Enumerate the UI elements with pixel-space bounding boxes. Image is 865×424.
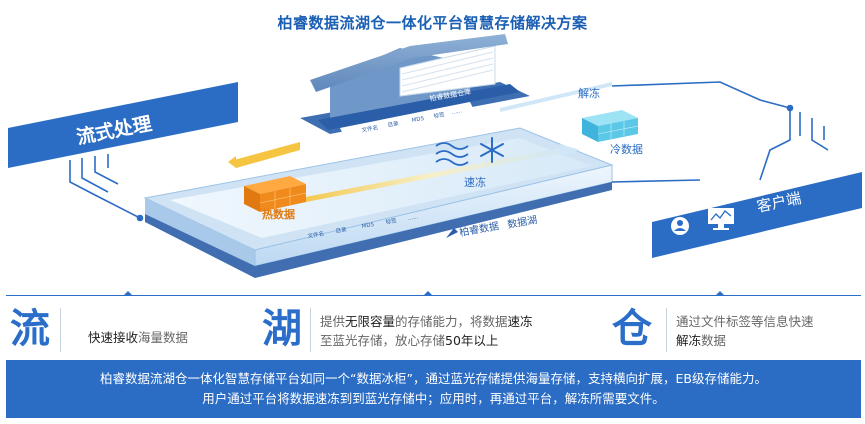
hot-data-cubes xyxy=(244,176,307,212)
warehouse-tag: MD5 xyxy=(411,116,425,124)
platform-side-left xyxy=(145,198,255,266)
thaw-top-beam xyxy=(500,82,612,112)
panel-char: 仓 xyxy=(612,306,652,352)
highlight-text: 速冻 xyxy=(507,314,533,329)
panel-description: 提供无限容量的存储能力，将数据速冻 至蓝光存储，放心存储50年以上 xyxy=(320,312,590,350)
client-panel: 客户端 xyxy=(652,172,862,258)
lake-tag: 文件名 xyxy=(307,229,325,240)
page-title: 柏睿数据流湖仓一体化平台智慧存储解决方案 xyxy=(277,14,588,32)
lake-tag: 目录 xyxy=(335,225,348,235)
architecture-diagram: 流式处理 xyxy=(8,34,862,278)
desc-text: 的存储能力，将数据 xyxy=(395,314,508,329)
panel-description: 快速接收海量数据 xyxy=(88,328,188,347)
panel-description: 通过文件标签等信息快速 解冻数据 xyxy=(676,312,862,350)
warehouse-tag: 目录 xyxy=(387,119,400,129)
desc-text: 海量数据 xyxy=(138,330,189,345)
lake-name-label: 数据湖 xyxy=(506,213,538,231)
client-bar xyxy=(652,172,862,258)
freeze-beam xyxy=(300,144,580,202)
thaw-arrow xyxy=(228,142,300,168)
lake-logo-icon xyxy=(446,228,458,238)
desc-text: 通过文件标签等信息快速 xyxy=(676,314,814,329)
panel-char: 流 xyxy=(10,306,50,352)
cold-data-cubes xyxy=(582,110,639,142)
monitor-icon xyxy=(708,208,734,230)
summary-line-1: 柏睿数据流湖仓一体化智慧存储平台如同一个“数据冰柜”，通过蓝光存储提供海量存储，… xyxy=(100,371,767,386)
data-lake-platform xyxy=(143,127,614,278)
warehouse-tag: 文件名 xyxy=(361,123,379,134)
warehouse-tag-strip xyxy=(340,102,474,136)
freeze-icon xyxy=(480,137,504,163)
highlight-text: 解冻 xyxy=(676,333,702,348)
panel-stream: 流 快速接收海量数据 xyxy=(10,300,260,358)
lake-tag-dots: ...... xyxy=(407,214,419,222)
stream-connector-lines xyxy=(69,154,144,222)
desc-text: 提供 xyxy=(320,314,346,329)
warehouse-tag: 标签 xyxy=(433,110,446,120)
summary-banner: 柏睿数据流湖仓一体化智慧存储平台如同一个“数据冰柜”，通过蓝光存储提供海量存储，… xyxy=(6,360,861,418)
divider-pointer xyxy=(423,291,433,296)
lake-tags: 文件名 目录 MD5 标签 ...... xyxy=(307,214,419,240)
highlight-text: 50年以上 xyxy=(445,333,499,348)
warehouse-tag-bar xyxy=(318,84,520,130)
lake-tag: 标签 xyxy=(385,216,398,226)
panel-lake: 湖 提供无限容量的存储能力，将数据速冻 至蓝光存储，放心存储50年以上 xyxy=(262,300,592,358)
hot-data-label: 热数据 xyxy=(262,207,295,221)
desc-text: 数据 xyxy=(701,333,727,348)
highlight-text: 无限容量 xyxy=(345,314,396,329)
warehouse-roof xyxy=(310,34,508,92)
panel-warehouse: 仓 通过文件标签等信息快速 解冻数据 xyxy=(612,300,862,358)
panel-separator xyxy=(666,308,667,352)
highlight-text: 快速接收 xyxy=(88,330,139,345)
lake-tag: MD5 xyxy=(361,222,375,230)
panel-separator xyxy=(310,308,311,352)
divider-pointer xyxy=(715,291,725,296)
panel-separator xyxy=(60,308,61,352)
section-divider xyxy=(6,295,861,296)
stream-processing-bar xyxy=(8,82,238,168)
warehouse-tags: 文件名 目录 MD5 标签 ...... xyxy=(361,108,463,134)
panel-char: 湖 xyxy=(262,306,302,352)
freeze-label: 速冻 xyxy=(464,175,486,189)
warehouse-shutter xyxy=(399,45,496,97)
desc-text: 至蓝光存储，放心存储 xyxy=(320,333,446,348)
divider-pointer xyxy=(123,291,133,296)
stream-processing-panel: 流式处理 xyxy=(8,82,238,168)
warehouse-tag-dots: ...... xyxy=(451,108,463,116)
client-connector-lines xyxy=(611,81,829,183)
thaw-label: 解冻 xyxy=(578,86,600,100)
data-warehouse-building: 柏睿数据仓库 xyxy=(300,34,530,136)
cold-data-label: 冷数据 xyxy=(610,142,643,156)
wind-icon xyxy=(435,142,469,166)
summary-line-2: 用户通过平台将数据速冻到到蓝光存储中；应用时，再通过平台，解冻所需要文件。 xyxy=(202,391,665,406)
